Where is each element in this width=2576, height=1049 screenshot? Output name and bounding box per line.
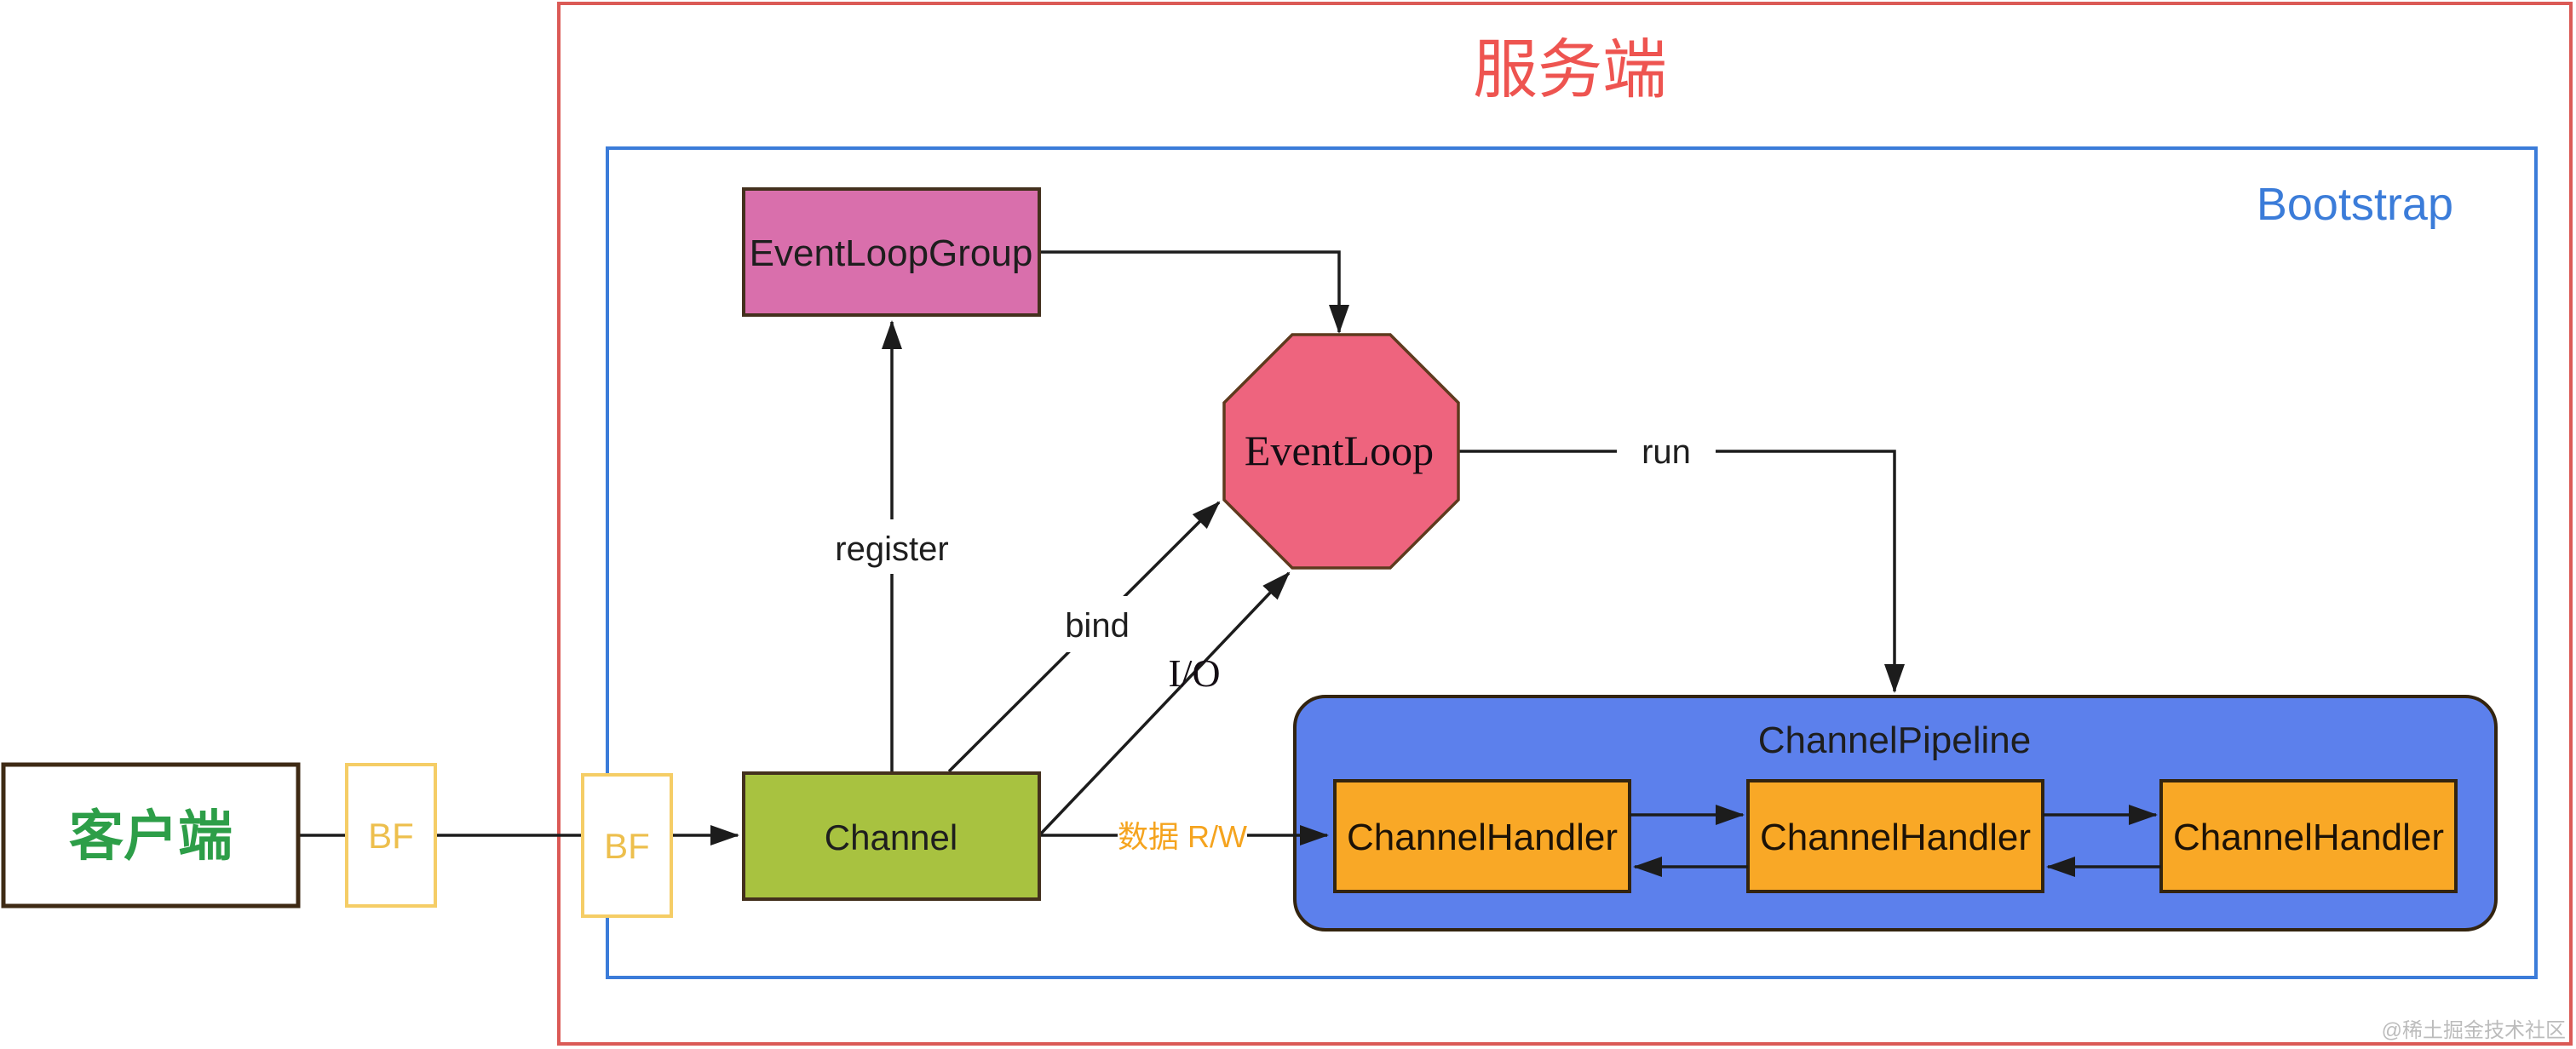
- bootstrap-region-frame: [606, 146, 2538, 979]
- channel-handler-label-1: ChannelHandler: [1347, 817, 1618, 858]
- bind-edge-label: bind: [1065, 607, 1130, 645]
- channel-handler-label-2: ChannelHandler: [1760, 817, 2031, 858]
- edge-io-line: [1039, 571, 1291, 835]
- channel-pipeline-label: ChannelPipeline: [1758, 719, 2031, 761]
- server-region-title: 服务端: [1473, 34, 1667, 106]
- channel-handler-label-3: ChannelHandler: [2173, 817, 2444, 858]
- buffer1-box: [345, 763, 437, 908]
- run-edge-label: run: [1642, 433, 1691, 471]
- client-box: [1, 762, 301, 909]
- event-loop-group-box: [742, 187, 1041, 317]
- channel-handler-box-3: [2159, 779, 2458, 893]
- client-label: 客户端: [69, 805, 233, 867]
- event-loop-group-label: EventLoopGroup: [750, 232, 1033, 274]
- channel-handler-box-2: [1746, 779, 2044, 893]
- register-label-bg: [814, 519, 970, 574]
- io-edge-label: I/O: [1168, 651, 1220, 695]
- buffer2-label: BF: [604, 826, 650, 866]
- server-region-frame: [557, 2, 2573, 1046]
- bootstrap-region-label: Bootstrap: [2257, 179, 2453, 230]
- edge-run-line: [1458, 450, 1905, 693]
- data-rw-label-bg: [1118, 811, 1247, 860]
- watermark-text: @稀土掘金技术社区: [2382, 1019, 2566, 1042]
- data-rw-edge-label: 数据 R/W: [1118, 819, 1247, 854]
- register-edge-label: register: [835, 530, 948, 568]
- channel-label: Channel: [825, 817, 957, 857]
- buffer2-box: [581, 773, 673, 918]
- bind-label-bg: [1036, 596, 1159, 652]
- event-loop-label: EventLoop: [1245, 427, 1434, 474]
- channel-handler-box-1: [1333, 779, 1631, 893]
- buffer1-label: BF: [368, 816, 414, 856]
- channel-box: [742, 771, 1041, 901]
- event-loop-octagon: [1222, 333, 1460, 570]
- run-label-bg: [1617, 427, 1716, 473]
- edge-eventloopgroup-to-eventloop: [1039, 250, 1349, 334]
